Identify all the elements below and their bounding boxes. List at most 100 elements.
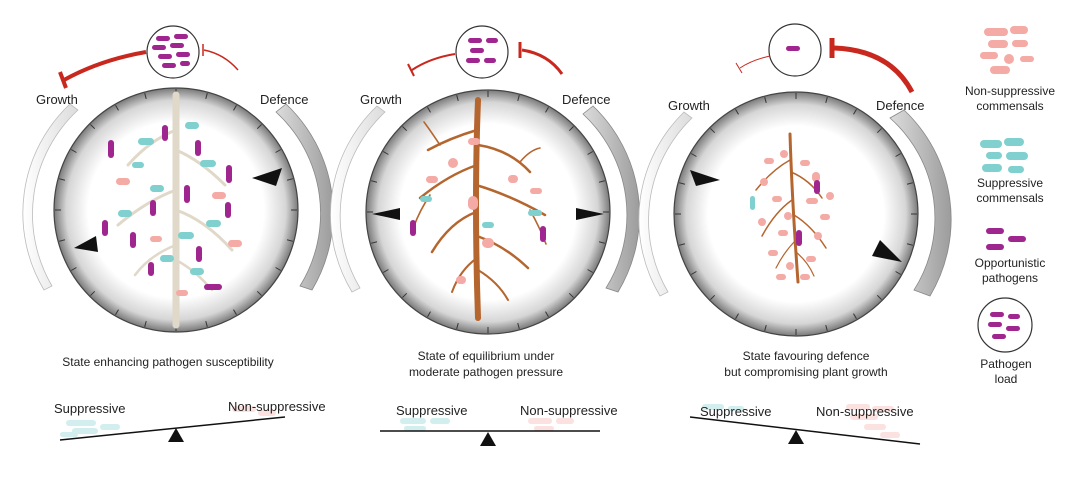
dial-tick — [402, 126, 408, 132]
dial-pointer — [372, 208, 400, 220]
dial-tick — [690, 271, 697, 275]
dial-tick — [678, 182, 686, 185]
microbes — [102, 122, 242, 296]
dial-tick — [205, 92, 208, 100]
dial-tick — [825, 324, 828, 332]
dial-tick — [690, 153, 697, 157]
legend-non-suppressive-label-2: commensals — [976, 99, 1043, 113]
dial-tick — [906, 182, 914, 185]
dial-tick — [710, 294, 716, 300]
state-caption: State enhancing pathogen susceptibility — [62, 355, 273, 369]
dial-tick — [456, 94, 459, 102]
seesaw-beam — [59, 416, 286, 441]
dial-tick — [427, 106, 431, 113]
seesaw-non-suppressive-label: Non-suppressive — [228, 399, 326, 414]
suppressive-commensals — [750, 196, 755, 210]
dial — [673, 91, 919, 337]
growth-track — [22, 103, 79, 291]
microbes — [750, 150, 834, 280]
dial-tick — [286, 178, 294, 181]
dial-tick — [764, 96, 767, 104]
dial-tick — [876, 128, 882, 134]
dial-tick — [115, 309, 119, 316]
state-caption-line2: but compromising plant growth — [724, 365, 887, 379]
legend-suppressive-label-2: commensals — [976, 191, 1043, 205]
dial-tick — [275, 267, 282, 271]
legend-pathogen-load-contents — [988, 312, 1020, 339]
dial-tick — [233, 104, 237, 111]
growth-label: Growth — [36, 92, 78, 107]
dial-tick — [678, 243, 686, 246]
growth-label: Growth — [360, 92, 402, 107]
inhibit-bar — [407, 63, 415, 77]
dial-tick — [58, 239, 66, 242]
dial-tick — [427, 311, 431, 318]
dial-pointer-secondary — [576, 208, 604, 220]
legend: Non-suppressive commensals Suppressive c… — [965, 26, 1055, 386]
dial-pointer — [74, 236, 98, 252]
pathogen-load-bubble — [146, 25, 200, 79]
seesaw-suppressive-label: Suppressive — [54, 401, 126, 416]
defence-label: Defence — [562, 92, 610, 107]
dial-ticks — [675, 93, 917, 335]
state-caption-line2: moderate pathogen pressure — [409, 365, 563, 379]
dial-tick — [233, 309, 237, 316]
microbes — [410, 138, 546, 284]
dial-tick — [517, 322, 520, 330]
opportunistic-pathogens — [410, 220, 546, 242]
opportunistic-pathogens — [796, 180, 820, 246]
legend-suppressive-icon — [980, 138, 1028, 173]
root-system — [755, 132, 827, 284]
dial-tick — [456, 322, 459, 330]
seesaw-non-suppressive-label: Non-suppressive — [520, 403, 618, 418]
pathogen-load-contents — [786, 46, 800, 51]
legend-pathogen-icon — [986, 228, 1026, 250]
legend-non-suppressive-icon — [980, 26, 1034, 74]
dial-pointer-secondary — [252, 168, 282, 186]
suppressive-commensals — [420, 196, 542, 228]
legend-non-suppressive-label: Non-suppressive — [965, 84, 1055, 98]
pathogen-load-contents — [152, 34, 190, 68]
dial-tick — [545, 311, 549, 318]
dial-tick — [58, 178, 66, 181]
legend-suppressive-label: Suppressive — [977, 176, 1043, 190]
dial-tick — [587, 269, 594, 273]
dial-tick — [286, 239, 294, 242]
dial-tick — [256, 290, 262, 296]
non-suppressive-commensals — [116, 178, 242, 296]
pathogen-load-contents — [466, 38, 498, 63]
seesaw-fulcrum — [788, 430, 804, 444]
dial-tick — [370, 180, 378, 183]
dial-tick — [90, 124, 96, 130]
dial-tick — [876, 294, 882, 300]
dial-tick — [256, 124, 262, 130]
growth-track — [638, 111, 693, 297]
legend-pathogen-load-label: Pathogen — [980, 357, 1031, 371]
dial-pointer — [690, 170, 720, 186]
legend-pathogen-label: Opportunistic — [975, 256, 1046, 270]
defence-label: Defence — [260, 92, 308, 107]
legend-pathogen-load-label-2: load — [995, 372, 1018, 386]
dial-pointer-secondary — [872, 240, 902, 262]
defence-track — [582, 105, 640, 293]
panel-3: Growth Defence State favouring defence b… — [638, 23, 952, 445]
seesaw: Suppressive Non-suppressive — [54, 399, 326, 442]
seesaw-suppressive-label: Suppressive — [700, 404, 772, 419]
dial-tick — [70, 267, 77, 271]
inhibit-growth-arrow — [739, 55, 771, 69]
dial-tick — [90, 290, 96, 296]
dial — [365, 89, 611, 335]
dial-tick — [144, 92, 147, 100]
dial-tick — [735, 108, 739, 115]
seesaw-fulcrum — [168, 428, 184, 442]
dial-tick — [517, 94, 520, 102]
dial-tick — [735, 313, 739, 320]
dial-tick — [545, 106, 549, 113]
dial-ticks — [367, 91, 609, 333]
dial-tick — [370, 241, 378, 244]
dial-tick — [906, 243, 914, 246]
dial-tick — [764, 324, 767, 332]
dial-tick — [70, 149, 77, 153]
